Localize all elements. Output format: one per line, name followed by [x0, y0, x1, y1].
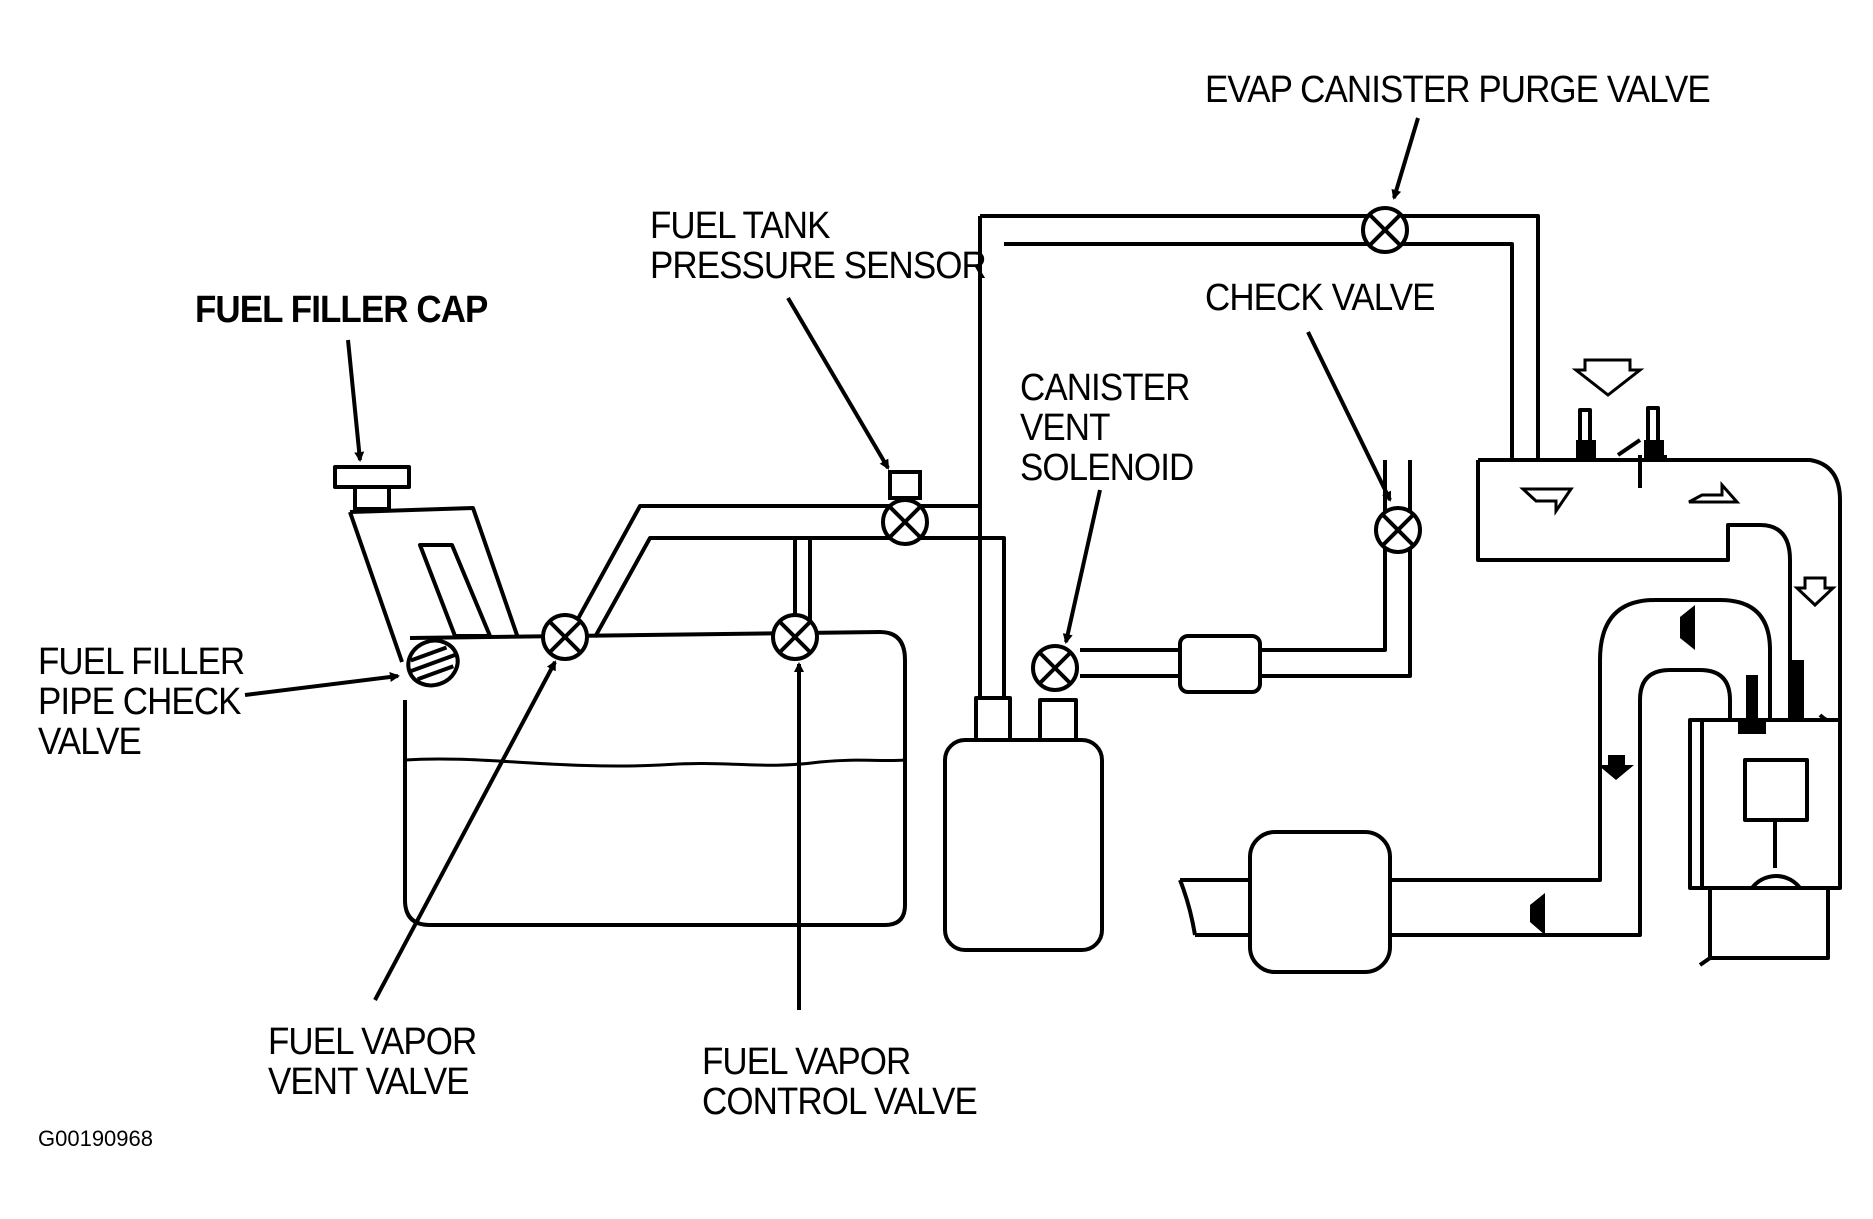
canister-vent-solenoid-symbol	[1031, 644, 1079, 692]
vent-filter	[1178, 634, 1262, 694]
filler-neck	[348, 511, 404, 663]
evap-purge-valve-symbol	[1361, 206, 1409, 254]
fuel-vapor-vent-valve-symbol	[541, 613, 589, 661]
check-valve-symbol	[1374, 506, 1422, 554]
exhaust-pipe	[1390, 598, 1772, 882]
purge-line-outer	[930, 504, 982, 696]
pressure-sensor-valve-symbol	[881, 498, 929, 546]
fuel-tank	[403, 630, 907, 927]
label-check-valve: CHECK VALVE	[1205, 277, 1435, 319]
label-fuel-vapor-vent-valve: FUEL VAPOR VENT VALVE	[268, 1021, 477, 1103]
figure-code: G00190968	[38, 1126, 153, 1151]
label-fuel-filler-pipe-check-valve: FUEL FILLER PIPE CHECK VALVE	[38, 641, 245, 763]
label-fuel-tank-pressure-sensor: FUEL TANK PRESSURE SENSOR	[650, 205, 987, 287]
fuel-level-line	[404, 757, 906, 768]
vapor-line-inner	[593, 536, 905, 638]
charcoal-canister	[943, 738, 1104, 952]
label-evap-canister-purge-valve: EVAP CANISTER PURGE VALVE	[1205, 69, 1711, 111]
fuel-filler-cap-shape	[333, 465, 411, 489]
muffler	[1248, 830, 1392, 974]
fuel-vapor-control-valve-symbol	[771, 613, 819, 661]
label-canister-vent-solenoid: CANISTER VENT SOLENOID	[1020, 367, 1194, 489]
label-fuel-filler-cap: FUEL FILLER CAP	[195, 289, 488, 331]
vapor-line-outer	[566, 504, 930, 638]
label-fuel-vapor-control-valve: FUEL VAPOR CONTROL VALVE	[702, 1041, 978, 1123]
